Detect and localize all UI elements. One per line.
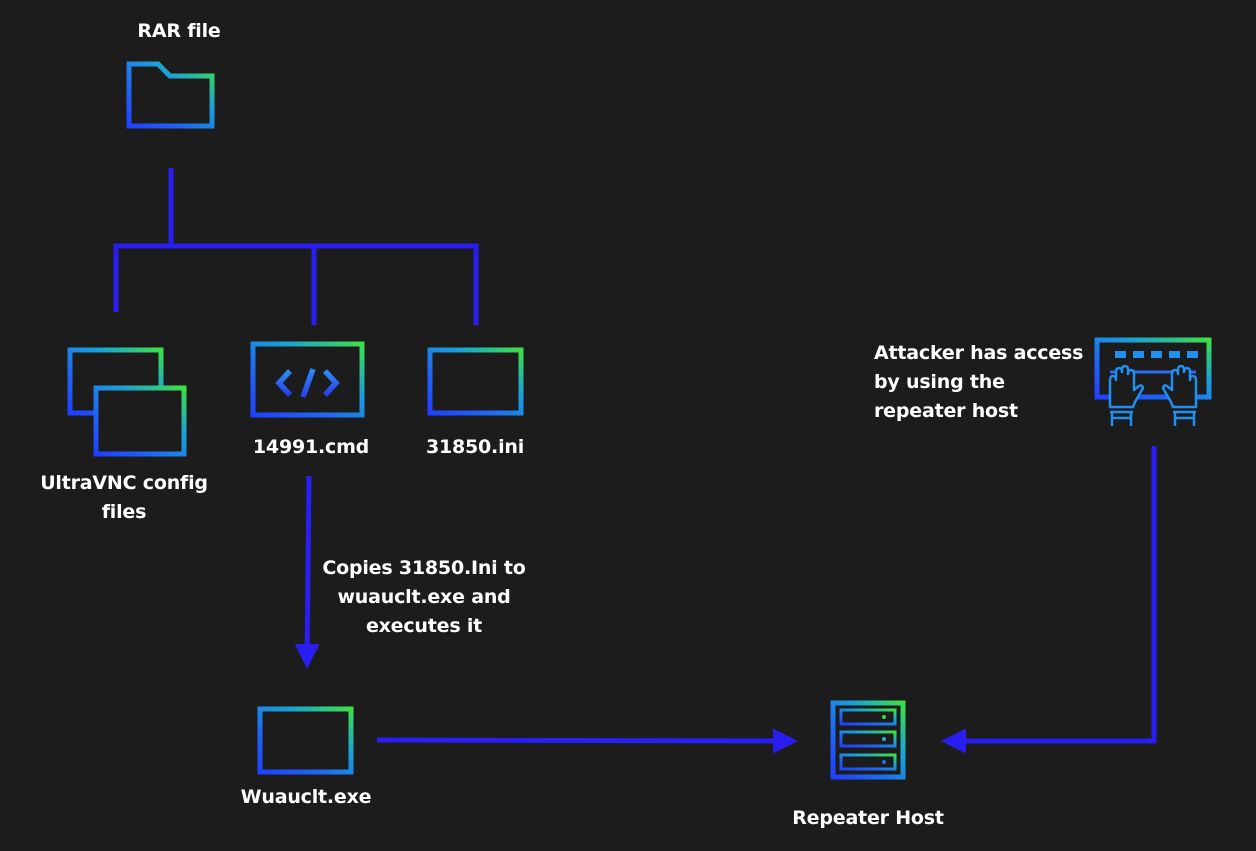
copy-execute-label-line: wuauclt.exe and	[337, 586, 511, 608]
attacker-label-line: Attacker has access	[874, 342, 1084, 364]
connector-tree	[113, 168, 479, 325]
ini-file-label: 31850.ini	[425, 436, 525, 458]
copy-execute-edge-label: Copies 31850.Ini to wuauclt.exe and exec…	[322, 554, 526, 641]
copy-execute-label-line: executes it	[365, 615, 483, 637]
ultravnc-config-label: UltraVNC config files	[40, 469, 208, 527]
ultravnc-config-label-line: UltraVNC config	[40, 472, 208, 494]
attacker-label: Attacker has access by using the repeate…	[874, 339, 1083, 426]
wuauclt-label: Wuauclt.exe	[240, 786, 372, 808]
window-icon	[257, 706, 354, 775]
server-icon	[830, 700, 906, 780]
arrow-attacker-to-repeater	[941, 446, 1157, 754]
window-icon	[427, 347, 524, 416]
stacked-windows-icon	[67, 347, 187, 457]
attacker-label-line: by using the	[874, 371, 1005, 393]
cmd-file-label: 14991.cmd	[252, 436, 370, 458]
arrow-cmd-to-wuauclt	[294, 475, 320, 669]
arrow-wuauclt-to-repeater	[376, 728, 798, 754]
attacker-label-line: repeater host	[874, 400, 1018, 422]
repeater-host-label: Repeater Host	[792, 807, 944, 829]
folder-icon	[126, 61, 215, 129]
ultravnc-config-label-line: files	[101, 501, 147, 523]
hands-keyboard-icon	[1094, 337, 1212, 426]
rar-file-label: RAR file	[137, 20, 221, 42]
code-window-icon	[250, 341, 365, 418]
copy-execute-label-line: Copies 31850.Ini to	[322, 557, 526, 579]
